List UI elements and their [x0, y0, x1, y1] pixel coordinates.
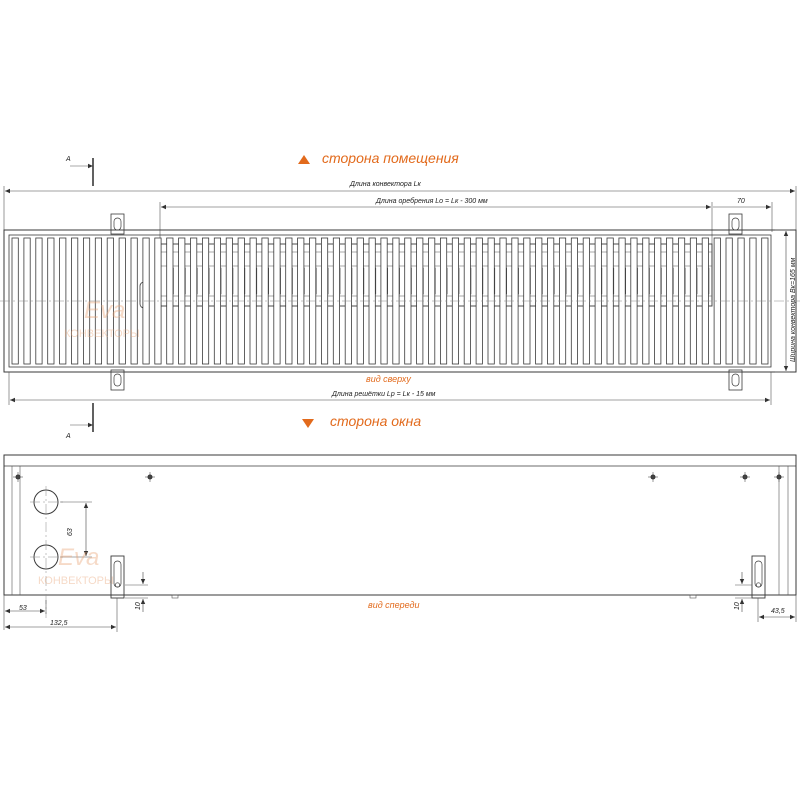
convector-length-dimension: Длина конвектора Lк — [3, 181, 797, 232]
convector-length-label: Длина конвектора Lк — [349, 181, 422, 188]
room-side-arrow-icon — [298, 155, 310, 164]
right-dimensions: 10 43,5 — [734, 572, 797, 622]
fin-length-label: Длина оребрения Lo = Lк - 300 мм — [375, 197, 488, 205]
dimension-70-label: 70 — [737, 198, 745, 205]
top-view: сторона помещения А Длина конвектора Lк … — [0, 150, 800, 440]
grille-bar — [11, 237, 19, 365]
mounting-screws — [13, 472, 784, 482]
svg-text:КОНВЕКТОРЫ: КОНВЕКТОРЫ — [38, 575, 114, 587]
svg-text:Eva: Eva — [58, 544, 99, 571]
section-mark-bottom: А — [65, 403, 94, 440]
dimension-132-5-label: 132,5 — [50, 620, 68, 627]
eva-logo-watermark-top: Eva КОНВЕКТОРЫ — [64, 297, 140, 340]
dimension-63-label: 63 — [67, 528, 74, 536]
section-mark-top: А — [65, 156, 94, 186]
section-mark-top-label: А — [65, 156, 71, 163]
convector-front-outline — [3, 454, 797, 596]
convector-width-label: Ширина конвектора Bк=165 мм — [790, 257, 797, 362]
room-side-label: сторона помещения — [322, 150, 459, 166]
svg-text:Eva: Eva — [84, 297, 125, 324]
grille-length-label: Длина решётки Lp = Lк - 15 мм — [331, 391, 436, 398]
dimension-43-5-label: 43,5 — [771, 608, 785, 615]
top-view-caption: вид сверху — [366, 374, 411, 384]
front-view-caption: вид спереди — [368, 600, 420, 610]
left-dimensions: 53 132,5 10 — [3, 572, 148, 632]
convector-width-dimension: Ширина конвектора Bк=165 мм — [775, 229, 797, 373]
mounting-brackets-top — [110, 213, 743, 391]
dimension-10-right-label: 10 — [734, 602, 741, 610]
dimension-53-label: 53 — [19, 605, 27, 612]
front-view: 63 вид спереди 53 132,5 — [3, 454, 797, 632]
section-mark-bottom-label: А — [65, 433, 71, 440]
pipe-connections: 63 — [30, 486, 92, 618]
front-brackets — [110, 555, 766, 599]
grille-length-dimension: Длина решётки Lp = Lк - 15 мм — [8, 372, 772, 405]
eva-logo-watermark-front: Eva КОНВЕКТОРЫ — [38, 544, 114, 587]
window-side-arrow-icon — [302, 419, 314, 428]
window-side-label: сторона окна — [330, 413, 421, 429]
svg-text:КОНВЕКТОРЫ: КОНВЕКТОРЫ — [64, 328, 140, 340]
dimension-10-left-label: 10 — [135, 602, 142, 610]
